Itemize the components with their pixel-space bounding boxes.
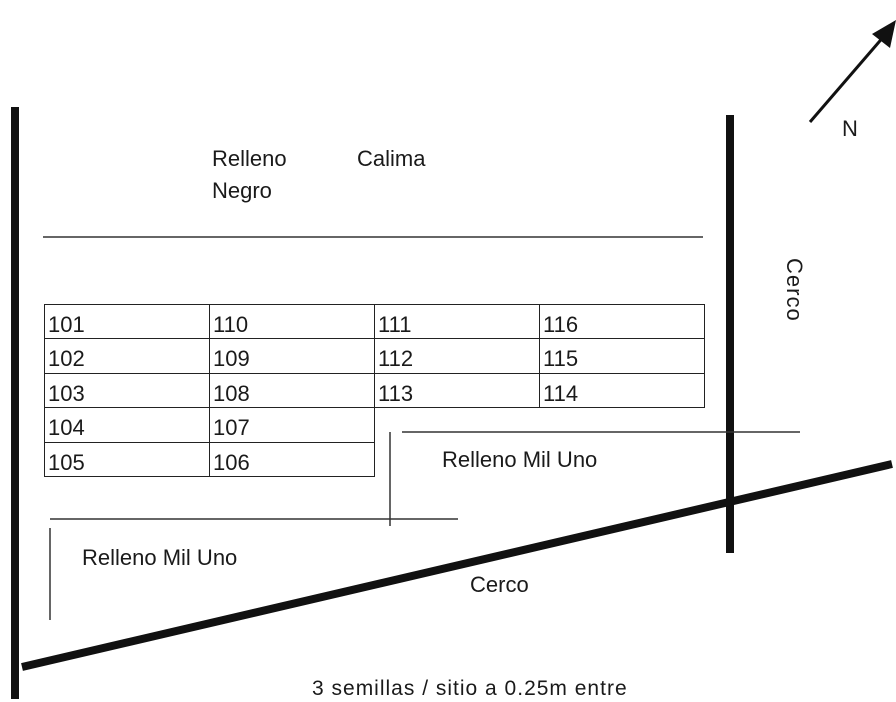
plot-113: 113 <box>374 372 540 409</box>
label-relleno-negro-2: Negro <box>212 178 272 203</box>
plot-108: 108 <box>209 372 375 409</box>
label-calima: Calima <box>357 146 426 171</box>
label-relleno-negro-1: Relleno <box>212 146 287 171</box>
plot-109: 109 <box>209 338 375 374</box>
footer-note: 3 semillas / sitio a 0.25m entre <box>312 677 628 700</box>
label-relleno-mil-uno-right: Relleno Mil Uno <box>442 447 598 472</box>
plot-111: 111 <box>374 304 540 340</box>
label-cerco-right: Cerco <box>782 258 807 322</box>
label-north: N <box>842 116 858 141</box>
plot-116: 116 <box>539 304 705 340</box>
north-arrow-head <box>872 20 896 48</box>
plot-101: 101 <box>44 304 210 340</box>
label-cerco-bottom: Cerco <box>470 572 529 597</box>
plot-110: 110 <box>209 304 375 340</box>
diagonal-fence-line <box>21 460 893 671</box>
plot-112: 112 <box>374 338 540 374</box>
north-arrow-shaft <box>808 34 887 123</box>
plot-105: 105 <box>44 441 210 477</box>
plot-102: 102 <box>44 338 210 374</box>
plot-107: 107 <box>209 407 375 443</box>
label-relleno-mil-uno-left: Relleno Mil Uno <box>82 545 238 570</box>
plot-114: 114 <box>539 372 705 409</box>
plot-104: 104 <box>44 407 210 443</box>
plot-115: 115 <box>539 338 705 374</box>
plot-103: 103 <box>44 372 210 409</box>
plot-106: 106 <box>209 441 375 477</box>
